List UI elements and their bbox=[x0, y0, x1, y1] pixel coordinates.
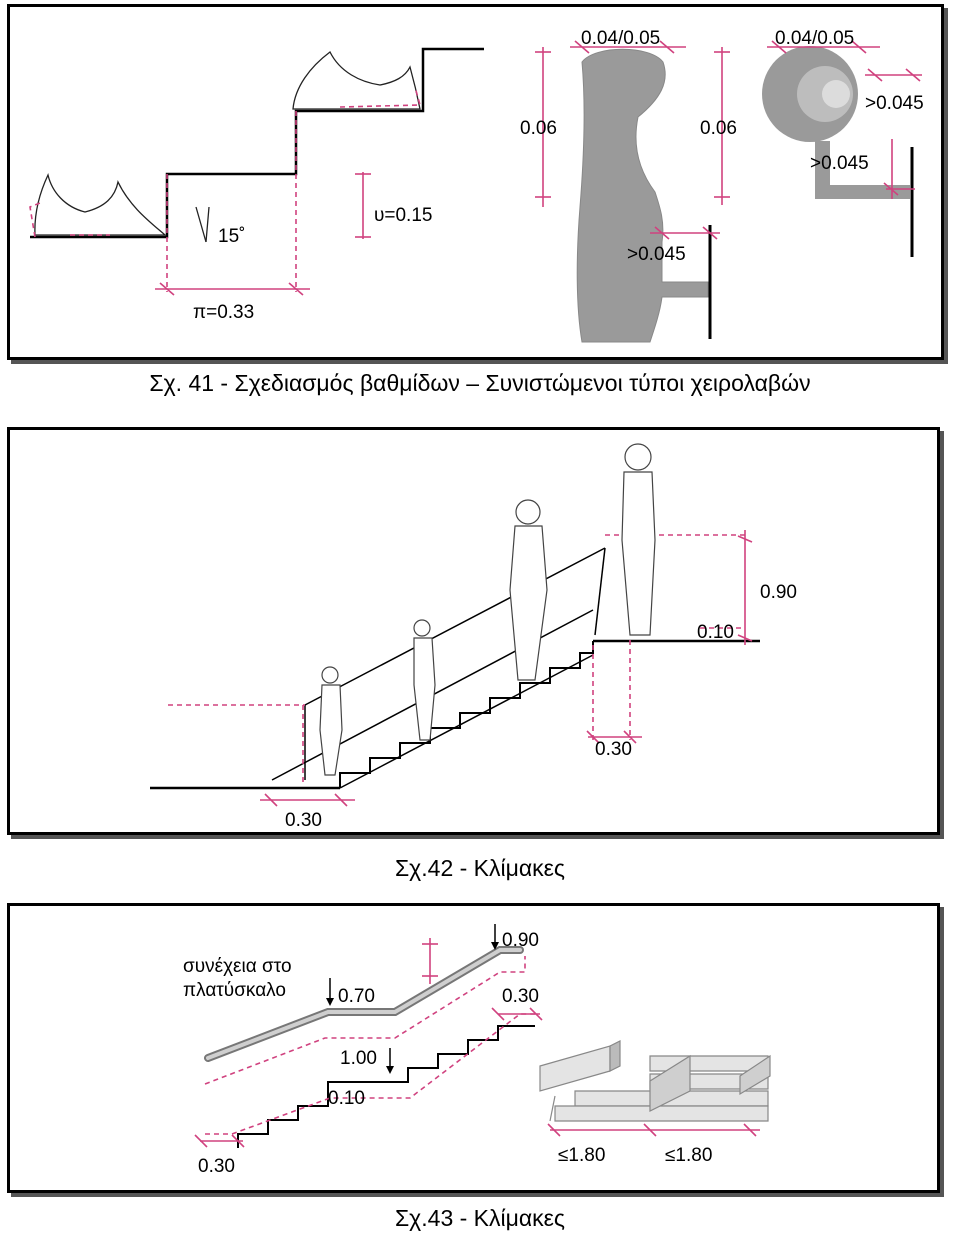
handrail-a-width-label: 0.04/0.05 bbox=[581, 28, 660, 49]
landing-note-line1: συνέχεια στο bbox=[183, 956, 292, 977]
shoe-lower-icon bbox=[34, 173, 167, 236]
width-label-1: ≤1.80 bbox=[558, 1145, 605, 1166]
rail-height-label: 0.90 bbox=[760, 582, 797, 603]
bottom-extension-label: 0.30 bbox=[198, 1156, 235, 1177]
handrail-b-wall-clearance-label: >0.045 bbox=[810, 153, 869, 174]
stair-steps-section bbox=[237, 1025, 535, 1148]
figure-41-panel: 15˚ υ=0.15 π=0.33 0.04/0.05 0.06 >0.045 bbox=[7, 4, 944, 360]
stair-steps bbox=[339, 641, 594, 788]
lower-offset-label: 0.10 bbox=[328, 1088, 365, 1109]
person-figure-1-icon bbox=[319, 666, 343, 776]
handrail-profile-a bbox=[576, 48, 709, 343]
handrail-b-height-label: 0.06 bbox=[700, 118, 737, 139]
upper-rail-landing-label: 0.70 bbox=[338, 986, 375, 1007]
width-label-2: ≤1.80 bbox=[665, 1145, 712, 1166]
top-extension-label: 0.30 bbox=[502, 986, 539, 1007]
person-figure-4-icon bbox=[621, 443, 656, 636]
person-figure-2-icon bbox=[413, 619, 436, 741]
figure-42-drawing: 0.90 0.10 0.30 0.30 bbox=[150, 443, 797, 831]
angle-label: 15˚ bbox=[218, 226, 245, 247]
figure-42-caption: Σχ.42 - Κλίμακες bbox=[394, 855, 566, 881]
upper-rail-top-label: 0.90 bbox=[502, 930, 539, 951]
tread-label: π=0.33 bbox=[193, 302, 254, 323]
figure-41-drawing: 15˚ υ=0.15 π=0.33 0.04/0.05 0.06 >0.045 bbox=[29, 28, 924, 343]
shoe-upper-icon bbox=[292, 51, 421, 110]
handrail-b-side-clearance-label: >0.045 bbox=[865, 93, 924, 114]
isometric-stair-icon bbox=[539, 1040, 771, 1122]
riser-label: υ=0.15 bbox=[374, 205, 432, 226]
figure-43-drawing: συνέχεια στο πλατύσκαλο 0.70 0.90 0.30 1… bbox=[183, 924, 771, 1177]
handrail-a-height-label: 0.06 bbox=[520, 118, 557, 139]
figure-43-caption: Σχ.43 - Κλίμακες bbox=[394, 1205, 566, 1231]
person-figure-3-icon bbox=[509, 499, 548, 681]
landing-note-line2: πλατύσκαλο bbox=[183, 980, 286, 1001]
figure-42-panel: 0.90 0.10 0.30 0.30 bbox=[7, 427, 940, 835]
figure-43-panel: συνέχεια στο πλατύσκαλο 0.70 0.90 0.30 1… bbox=[7, 903, 940, 1193]
handrail-line bbox=[304, 547, 606, 706]
top-extension-label: 0.30 bbox=[595, 739, 632, 760]
bottom-extension-label: 0.30 bbox=[285, 810, 322, 831]
handrail-b-width-label: 0.04/0.05 bbox=[775, 28, 854, 49]
lower-rail-label: 1.00 bbox=[340, 1048, 377, 1069]
top-offset-label: 0.10 bbox=[697, 622, 734, 643]
handrail-a-clearance-label: >0.045 bbox=[627, 244, 686, 265]
figure-41-caption: Σχ. 41 - Σχεδιασμός βαθμίδων – Συνιστώμε… bbox=[149, 370, 811, 396]
